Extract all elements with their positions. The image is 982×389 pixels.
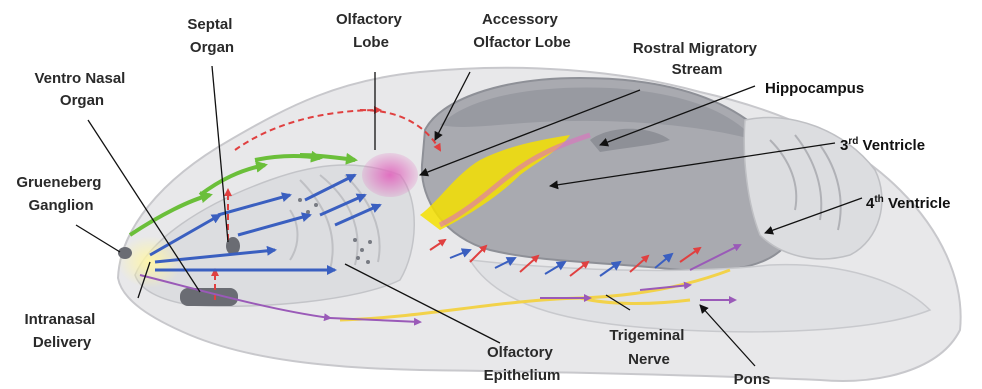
label-rostral-migratory-stream: Rostral Migratory Stream	[633, 40, 761, 78]
label-pons: Pons	[734, 371, 771, 388]
label-accessory-olfactor-lobe: Accessory Olfactor Lobe	[473, 11, 571, 51]
label-grueneberg-ganglion: Grueneberg Ganglion	[16, 174, 105, 214]
olfactory-bulb-spot	[362, 153, 418, 197]
label-olfactory-lobe: Olfactory Lobe	[336, 11, 406, 51]
label-ventro-nasal-organ: Ventro Nasal Organ	[34, 70, 129, 109]
label-septal-organ: Septal Organ	[187, 16, 236, 56]
grueneberg-ganglion-shape	[118, 247, 132, 259]
label-hippocampus: Hippocampus	[765, 80, 864, 97]
label-intranasal-delivery: Intranasal Delivery	[24, 311, 99, 351]
